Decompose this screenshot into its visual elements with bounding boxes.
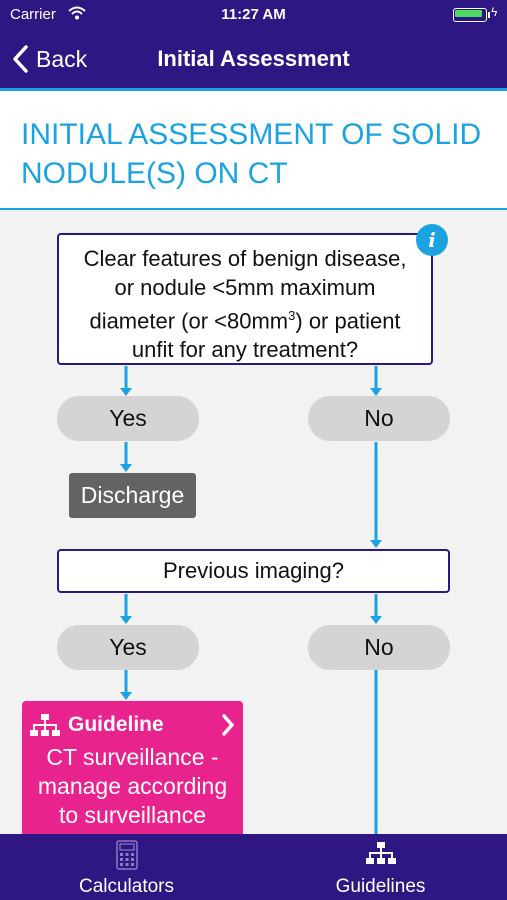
chevron-right-icon: [222, 714, 234, 736]
status-time: 11:27 AM: [221, 6, 286, 23]
discharge-outcome: Discharge: [69, 473, 196, 518]
carrier-label: Carrier: [10, 6, 56, 23]
guideline-card-text-line1: CT surveillance -: [46, 744, 219, 770]
q1-yes-button[interactable]: Yes: [57, 396, 199, 441]
back-label: Back: [36, 45, 88, 72]
section-heading-text: INITIAL ASSESSMENT OF SOLID NODULE(S) ON…: [21, 118, 482, 190]
calculator-icon: [115, 840, 138, 870]
battery-icon: ϟ: [453, 5, 498, 22]
info-icon[interactable]: i: [416, 224, 448, 256]
tab-calculators[interactable]: Calculators: [0, 834, 253, 900]
wifi-icon: [68, 6, 86, 24]
guideline-card[interactable]: Guideline CT surveillance - manage accor…: [22, 701, 243, 834]
guideline-card-text-line3: to surveillance: [58, 802, 207, 828]
flow-connectors: [120, 366, 382, 834]
section-heading: INITIAL ASSESSMENT OF SOLID NODULE(S) ON…: [0, 91, 507, 210]
tab-guidelines-label: Guidelines: [335, 876, 426, 897]
q2-yes-button[interactable]: Yes: [57, 625, 199, 670]
guideline-card-text-line2: manage according: [37, 773, 228, 799]
guideline-card-title: Guideline: [68, 713, 164, 736]
back-button[interactable]: Back: [12, 40, 87, 78]
nav-divider: [0, 88, 507, 91]
question-previous-imaging: Previous imaging?: [57, 549, 450, 593]
org-chart-icon: [30, 714, 60, 736]
tab-calculators-label: Calculators: [78, 876, 175, 897]
org-chart-icon: [365, 842, 396, 864]
q1-no-button[interactable]: No: [308, 396, 450, 441]
navigation-bar: Back Initial Assessment: [0, 30, 507, 88]
flowchart[interactable]: Clear features of benign disease, or nod…: [0, 212, 507, 834]
tab-bar: Calculators Guidelines: [0, 834, 507, 900]
tab-guidelines[interactable]: Guidelines: [254, 834, 507, 900]
q2-no-button[interactable]: No: [308, 625, 450, 670]
chevron-left-icon: [13, 45, 28, 73]
question-benign-disease: Clear features of benign disease, or nod…: [57, 233, 433, 365]
charging-bolt-icon: ϟ: [491, 5, 498, 19]
status-bar: Carrier 11:27 AM ϟ: [0, 0, 507, 30]
